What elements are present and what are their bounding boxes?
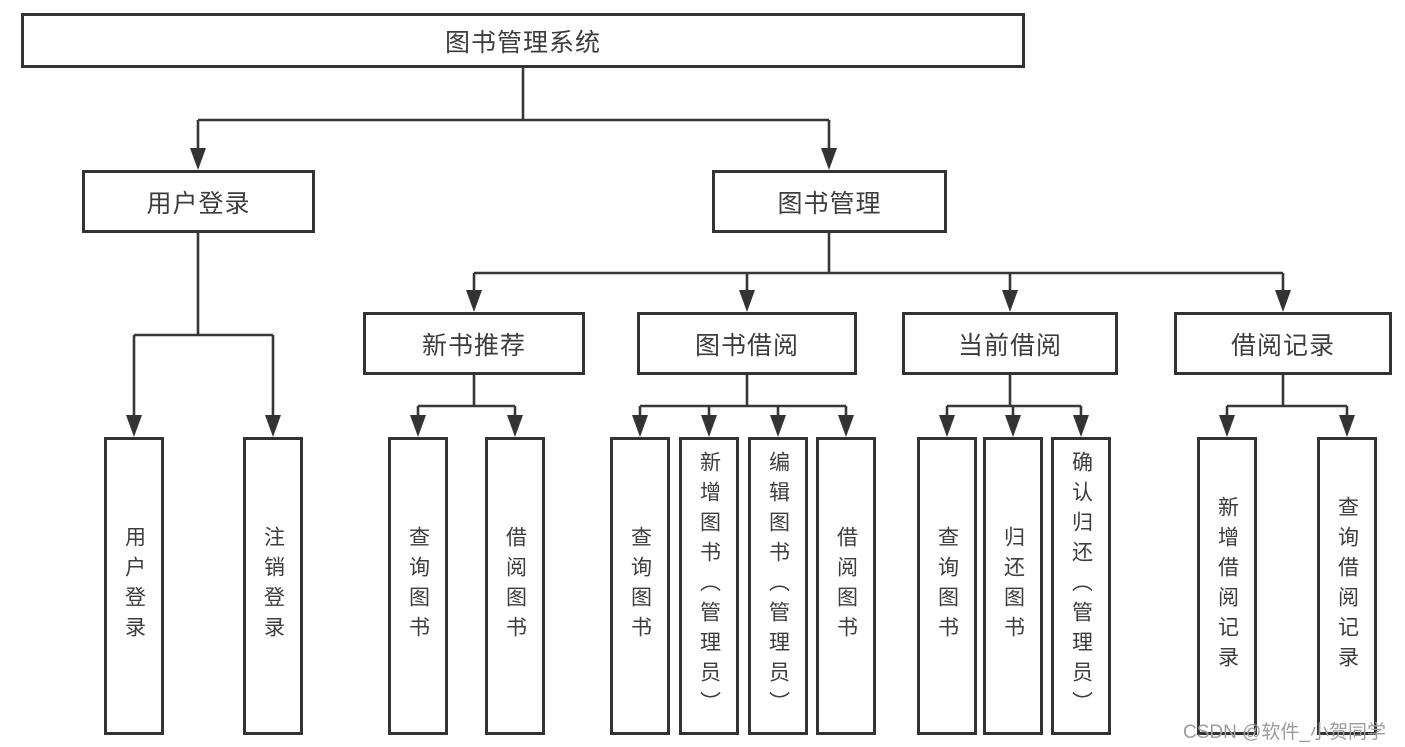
leaf-label: 查询图书 xyxy=(406,526,430,646)
arrowhead xyxy=(265,415,281,437)
leaf-label: 编辑图书（管理员） xyxy=(766,451,790,721)
node-borrow-records: 借阅记录 xyxy=(1174,312,1392,375)
leaf-query-borrow-record: 查询借阅记录 xyxy=(1317,437,1377,735)
leaf-confirm-return-admin: 确认归还（管理员） xyxy=(1051,437,1111,735)
connector-path xyxy=(472,233,1285,294)
leaf-add-borrow-record: 新增借阅记录 xyxy=(1197,437,1257,735)
node-new-book-recommend: 新书推荐 xyxy=(363,312,585,375)
leaf-add-book-admin: 新增图书（管理员） xyxy=(679,437,739,735)
leaf-label: 查询借阅记录 xyxy=(1335,496,1359,676)
node-label: 借阅记录 xyxy=(1230,331,1335,360)
leaf-label: 新增借阅记录 xyxy=(1215,496,1239,676)
arrowhead xyxy=(939,415,955,437)
node-label: 图书借阅 xyxy=(694,331,799,360)
node-current-borrow: 当前借阅 xyxy=(902,312,1118,375)
connector-root-to-level2 xyxy=(190,68,837,170)
leaf-label: 借阅图书 xyxy=(503,526,527,646)
leaf-borrow-query-books: 查询图书 xyxy=(610,437,670,735)
connector-book-borrow-to-leaves xyxy=(632,375,854,437)
arrowhead xyxy=(1219,415,1235,437)
connector-path xyxy=(132,233,275,419)
leaf-logout: 注销登录 xyxy=(243,437,303,735)
leaf-label: 确认归还（管理员） xyxy=(1069,451,1093,721)
leaf-user-login: 用户登录 xyxy=(104,437,164,735)
node-library-system: 图书管理系统 xyxy=(21,13,1025,68)
arrowhead xyxy=(838,415,854,437)
leaf-label: 查询图书 xyxy=(935,526,959,646)
leaf-recommend-query-books: 查询图书 xyxy=(388,437,448,735)
arrowhead xyxy=(1005,415,1021,437)
connector-current-borrow-to-leaves xyxy=(939,375,1089,437)
connector-path xyxy=(416,375,517,419)
leaf-label: 借阅图书 xyxy=(834,526,858,646)
arrowhead xyxy=(632,415,648,437)
node-label: 图书管理系统 xyxy=(444,28,601,57)
leaf-return-book: 归还图书 xyxy=(983,437,1043,735)
arrowhead xyxy=(126,415,142,437)
arrowhead xyxy=(821,148,837,170)
csdn-watermark: CSDN @软件_小贺同学 xyxy=(1183,722,1386,743)
arrowhead xyxy=(701,415,717,437)
connector-user-login-to-leaves xyxy=(126,233,281,437)
arrowhead xyxy=(770,415,786,437)
arrowhead xyxy=(507,415,523,437)
leaf-label: 用户登录 xyxy=(122,526,146,646)
node-user-login: 用户登录 xyxy=(82,170,315,233)
arrowhead xyxy=(466,290,482,312)
leaf-label: 新增图书（管理员） xyxy=(697,451,721,721)
leaf-label: 查询图书 xyxy=(628,526,652,646)
arrowhead xyxy=(1275,290,1291,312)
leaf-borrow-book: 借阅图书 xyxy=(816,437,876,735)
connector-path xyxy=(638,375,848,419)
leaf-current-query-books: 查询图书 xyxy=(917,437,977,735)
leaf-label: 注销登录 xyxy=(261,526,285,646)
connector-book-management-to-level3 xyxy=(466,233,1291,312)
leaf-edit-book-admin: 编辑图书（管理员） xyxy=(748,437,808,735)
connector-borrow-records-to-leaves xyxy=(1219,375,1355,437)
arrowhead xyxy=(739,290,755,312)
leaf-recommend-borrow-book: 借阅图书 xyxy=(485,437,545,735)
arrowhead xyxy=(1339,415,1355,437)
connector-new-book-to-leaves xyxy=(410,375,523,437)
node-book-management: 图书管理 xyxy=(712,170,947,233)
node-label: 图书管理 xyxy=(777,189,882,218)
arrowhead xyxy=(410,415,426,437)
leaf-label: 归还图书 xyxy=(1001,526,1025,646)
connector-path xyxy=(945,375,1083,419)
node-label: 用户登录 xyxy=(146,189,251,218)
node-book-borrow: 图书借阅 xyxy=(637,312,857,375)
arrowhead xyxy=(1002,290,1018,312)
connector-path xyxy=(1225,375,1349,419)
node-label: 新书推荐 xyxy=(421,331,526,360)
arrowhead xyxy=(190,148,206,170)
node-label: 当前借阅 xyxy=(957,331,1062,360)
arrowhead xyxy=(1073,415,1089,437)
connector-path xyxy=(196,68,831,152)
